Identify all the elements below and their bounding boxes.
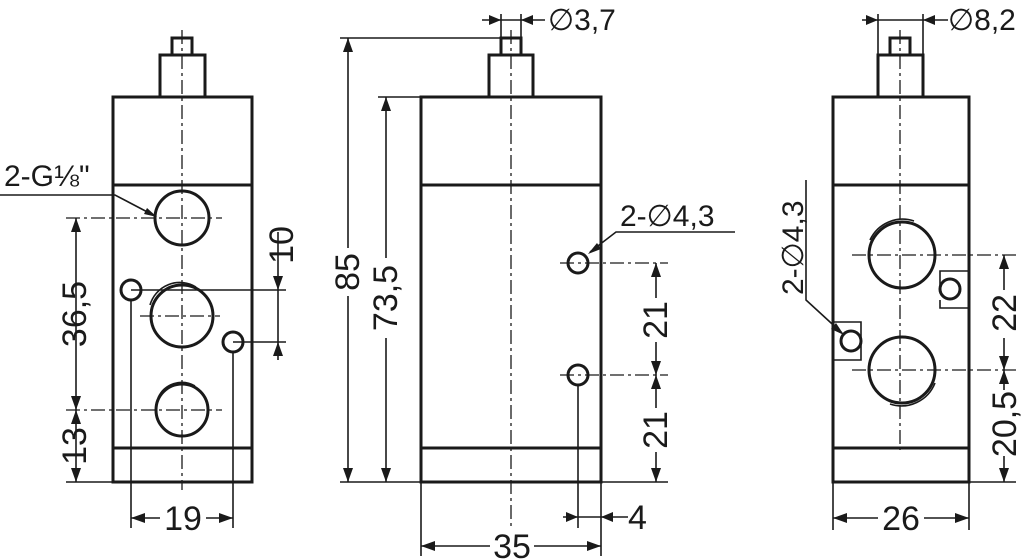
dim-21-top-label-mask xyxy=(638,298,674,342)
dim-26-label-mask xyxy=(878,500,924,534)
dim-21-top-arrow-bottom xyxy=(651,361,661,375)
dim-73-5-arrow-bottom xyxy=(381,468,391,482)
left-port-bottom-thread-arc xyxy=(157,381,196,399)
dim-36-5-arrow-top xyxy=(71,218,81,232)
dim-4-arrow-right xyxy=(601,512,613,522)
dim-13-arrow-top xyxy=(71,410,81,424)
dim-phi-3-7-label: ∅3,7 xyxy=(548,4,616,37)
right-mount-hole-a xyxy=(938,277,962,301)
dim-20-5-arrow-bottom xyxy=(999,468,1009,482)
dim-35-arrow-left xyxy=(421,541,435,551)
dim-22-label-mask xyxy=(986,290,1024,338)
dim-21-top-label: 21 xyxy=(637,301,675,339)
dim-21-bottom-arrow-bottom xyxy=(651,468,661,482)
dim-19-arrow-right xyxy=(219,513,233,523)
dim-phi-8-2-label: ∅8,2 xyxy=(948,4,1016,37)
dim-85-arrow-top xyxy=(343,38,353,52)
dim-35-label: 35 xyxy=(493,528,531,559)
right-mount-hole-a-boss-lower xyxy=(939,300,969,309)
dim-21-top-arrow-top xyxy=(651,263,661,277)
dim-26-label: 26 xyxy=(882,500,920,538)
dim-2-phi-4-3-side-label: 2-∅4,3 xyxy=(620,200,715,233)
dim-4-label: 4 xyxy=(628,499,647,537)
dim-21-bottom-arrow-top xyxy=(651,375,661,389)
dim-36-5-label: 36,5 xyxy=(56,281,94,347)
dim-2-phi-4-3-right-arrow xyxy=(831,323,844,335)
dim-35-label-mask xyxy=(490,530,534,559)
dim-2-phi-4-3-right-leader xyxy=(805,180,843,334)
right-port-bottom-thread-arc xyxy=(889,382,936,407)
dim-phi-8-2-arrow-right xyxy=(923,15,935,25)
dim-73-5-arrow-top xyxy=(381,97,391,111)
right-port-top-thread-arc xyxy=(869,218,915,241)
right-mount-hole-a-boss xyxy=(939,270,969,289)
dim-35-arrow-right xyxy=(587,541,601,551)
dim-36-5-arrow-bottom xyxy=(71,396,81,410)
right-view: ∅8,2 2-∅4,3 22 20,5 26 xyxy=(777,4,1024,538)
dim-phi-3-7-arrow-right xyxy=(521,15,533,25)
left-port-bottom xyxy=(154,382,210,438)
dim-2-phi-4-3-side-arrow xyxy=(588,243,601,254)
port-thread-leader-arrow xyxy=(144,208,157,217)
dim-85-label: 85 xyxy=(329,253,367,291)
dim-21-bottom-label-mask xyxy=(638,408,674,452)
right-body-outline xyxy=(831,95,971,484)
dim-85-arrow-bottom xyxy=(343,468,353,482)
dim-22-label: 22 xyxy=(986,294,1024,332)
right-mount-hole-b xyxy=(839,329,863,353)
dim-13-arrow-bottom xyxy=(71,468,81,482)
dim-21-bottom-label: 21 xyxy=(637,411,675,449)
left-view: 2-G⅛" 36,5 13 10 19 xyxy=(0,30,301,538)
left-port-top-thread-arc xyxy=(157,189,196,206)
dim-22-arrow-bottom xyxy=(999,356,1009,370)
dim-2-phi-4-3-side-leader xyxy=(589,231,735,253)
dim-19-arrow-left xyxy=(131,513,145,523)
dim-13-label: 13 xyxy=(56,427,94,465)
dim-phi-3-7-arrow-left xyxy=(489,15,501,25)
middle-view: ∅3,7 85 73,5 2-∅4,3 21 21 xyxy=(329,4,735,559)
port-thread-label: 2-G⅛" xyxy=(4,160,90,193)
dim-4-arrow-left xyxy=(566,512,578,522)
dim-10-arrow-top xyxy=(273,276,283,290)
port-thread-leader xyxy=(0,194,156,217)
dim-26-arrow-left xyxy=(833,513,847,523)
right-mount-hole-b-boss xyxy=(833,321,862,361)
dim-10-arrow-bottom xyxy=(273,342,283,356)
dim-26-arrow-right xyxy=(955,513,969,523)
dim-2-phi-4-3-right-label: 2-∅4,3 xyxy=(777,200,810,295)
left-port-middle-thread-arc xyxy=(149,281,197,306)
dim-20-5-arrow-top xyxy=(999,370,1009,384)
dim-73-5-label-mask xyxy=(368,258,404,338)
dim-19-label: 19 xyxy=(164,500,202,538)
dim-22-arrow-top xyxy=(999,255,1009,269)
dim-73-5-label: 73,5 xyxy=(367,265,405,331)
dim-20-5-label-mask xyxy=(986,390,1024,456)
dim-10-label: 10 xyxy=(263,226,301,264)
dim-19-label-mask xyxy=(160,500,206,534)
dim-phi-8-2-arrow-left xyxy=(866,15,878,25)
dim-85-label-mask xyxy=(330,248,366,296)
dim-20-5-label: 20,5 xyxy=(986,391,1024,457)
